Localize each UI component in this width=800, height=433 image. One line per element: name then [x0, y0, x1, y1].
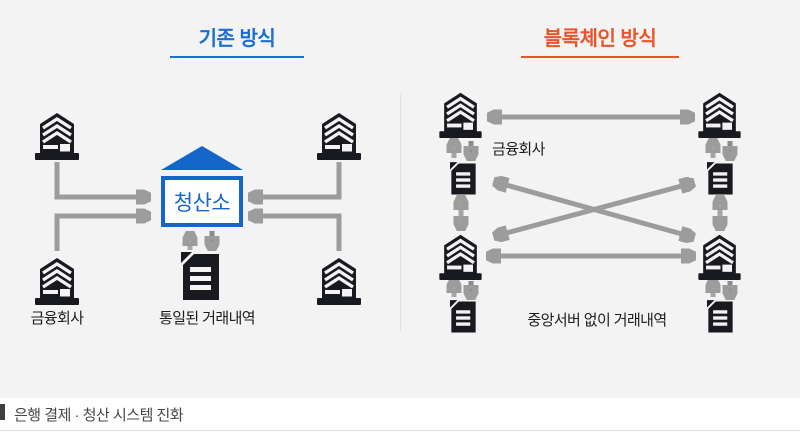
- document-icon: [707, 300, 734, 334]
- bottom-divider: [0, 430, 800, 431]
- diagram-stage: 기존 방식 블록체인 방식 청산소 금융회사 통일된 거래내역 금융회사 중앙서…: [0, 0, 800, 398]
- arrow-bottomright-to-clearinghouse: [254, 216, 342, 251]
- building-icon: [33, 108, 81, 160]
- building-icon: [33, 253, 81, 305]
- footer: 은행 결제 · 청산 시스템 진화: [0, 402, 800, 424]
- left-company-label: 금융회사: [30, 310, 84, 327]
- panel-divider: [400, 94, 401, 332]
- right-company-label: 금융회사: [492, 141, 545, 158]
- traditional-method-title: 기존 방식: [170, 22, 304, 58]
- building-icon: [437, 230, 484, 280]
- arrow-topleft-to-clearinghouse: [54, 162, 145, 197]
- document-icon: [707, 162, 734, 196]
- document-icon: [450, 300, 477, 334]
- clearinghouse-roof-icon: [161, 146, 243, 170]
- document-icon: [450, 162, 477, 196]
- unified-ledger-label: 통일된 거래내역: [159, 310, 256, 327]
- document-icon: [181, 252, 221, 302]
- arrow-topright-to-clearinghouse: [254, 162, 342, 197]
- clearinghouse-label: 청산소: [173, 191, 231, 215]
- building-icon: [315, 108, 363, 160]
- building-icon: [696, 88, 743, 138]
- arrow-cross-link-2: [499, 184, 689, 235]
- caption-text: 은행 결제 · 청산 시스템 진화: [14, 407, 184, 424]
- blockchain-method-title: 블록체인 방식: [521, 22, 679, 58]
- building-icon: [696, 230, 743, 280]
- clearinghouse: 청산소: [161, 146, 243, 227]
- caption-bar-icon: [0, 404, 5, 420]
- decentralized-ledger-label: 중앙서버 없이 거래내역: [527, 312, 667, 329]
- arrow-bottomleft-to-clearinghouse: [54, 216, 145, 251]
- building-icon: [437, 88, 484, 138]
- building-icon: [315, 253, 363, 305]
- clearinghouse-box: 청산소: [161, 176, 243, 227]
